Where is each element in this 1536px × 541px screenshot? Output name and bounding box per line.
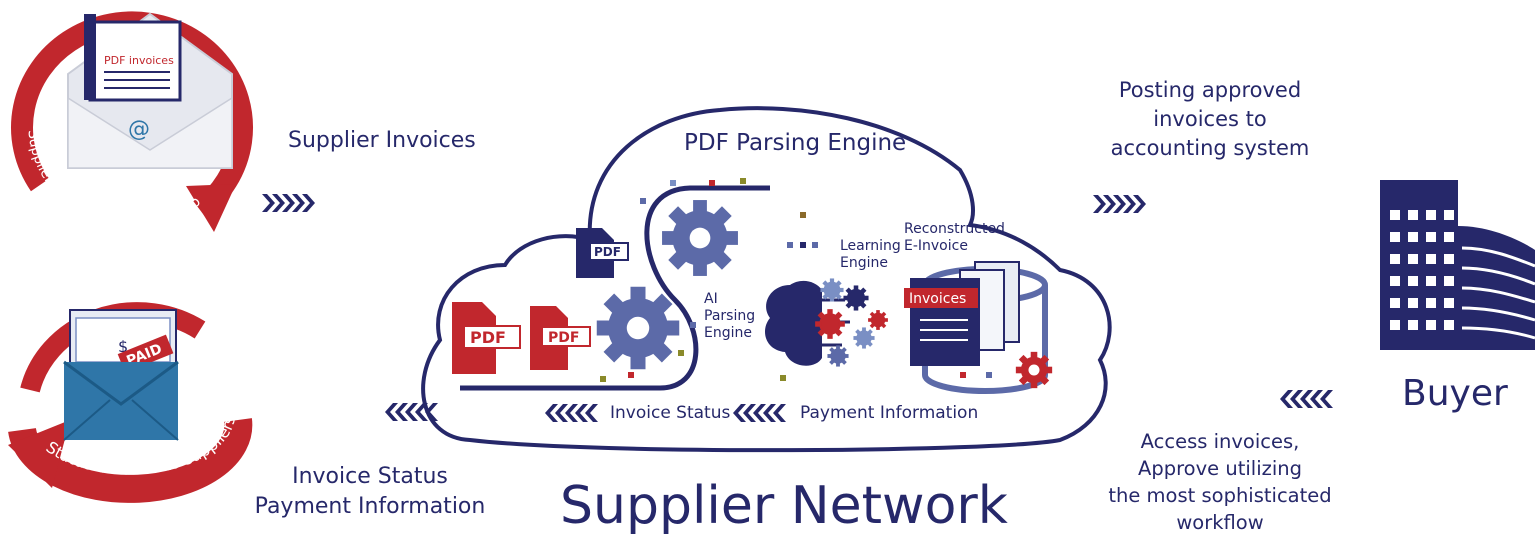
posting-line-2: invoices to — [1153, 107, 1267, 131]
reconstructed-line-2: E-Invoice — [904, 238, 968, 254]
learning-engine-label: Learning Engine — [840, 238, 901, 272]
ai-line-2: Parsing — [704, 308, 756, 324]
pdf-label-1: PDF — [470, 328, 506, 347]
ai-line-1: AI — [704, 291, 718, 307]
ai-line-3: Engine — [704, 325, 752, 341]
learning-line-2: Engine — [840, 255, 888, 271]
gear-icon-upper — [662, 200, 738, 276]
cloud-outline — [421, 106, 1112, 453]
status-payment-label: Invoice Status Payment Information — [240, 462, 500, 522]
invoices-badge: Invoices — [909, 291, 966, 307]
brain-gears-icon — [765, 278, 888, 367]
supplier-network-title: Supplier Network — [560, 476, 1008, 536]
buyer-label: Buyer — [1402, 373, 1508, 414]
access-line-1: Access invoices, — [1140, 430, 1300, 453]
chevron-right-arrow-right — [1093, 195, 1146, 213]
dollar-icon: $ — [118, 337, 128, 356]
access-line-4: workflow — [1176, 511, 1264, 534]
reconstructed-line-1: Reconstructed — [904, 221, 1005, 237]
access-line-3: the most sophisticated — [1108, 484, 1332, 507]
posting-line-1: Posting approved — [1118, 78, 1302, 102]
posting-line-3: accounting system — [1110, 136, 1310, 160]
invoice-status-inner-label: Invoice Status — [610, 403, 731, 423]
status-line-2: Payment Information — [254, 494, 486, 519]
pdf-file-icon-2: PDF — [530, 306, 591, 370]
reconstructed-invoice-label: Reconstructed E-Invoice — [904, 221, 1005, 255]
e-invoice-database-icon: Invoices — [904, 261, 1053, 394]
supplier-invoices-label: Supplier Invoices — [288, 128, 476, 153]
paid-envelope-icon: $ PAID — [8, 302, 253, 503]
at-sign-icon: @ — [128, 117, 150, 142]
pdf-file-icon-1: PDF — [452, 302, 521, 374]
pdf-file-icon-3: PDF — [576, 228, 629, 278]
chevron-left-arrow-inner-2 — [733, 404, 786, 422]
pdf-invoices-text: PDF invoices — [104, 54, 174, 67]
chevron-left-arrow-right — [1280, 390, 1333, 408]
data-particles — [600, 178, 992, 382]
access-line-2: Approve utilizing — [1138, 457, 1302, 480]
status-line-1: Invoice Status — [292, 464, 448, 489]
posting-label: Posting approved invoices to accounting … — [1090, 76, 1330, 163]
pdf-label-2: PDF — [548, 330, 579, 346]
payment-info-inner-label: Payment Information — [800, 403, 979, 423]
pdf-parsing-engine-label: PDF Parsing Engine — [684, 130, 907, 156]
access-label: Access invoices, Approve utilizing the m… — [1085, 428, 1355, 536]
gear-icon-large — [596, 286, 680, 370]
chevron-right-arrow-left — [262, 194, 315, 212]
pdf-label-3: PDF — [594, 245, 621, 259]
email-pdf-invoices-icon: PDF invoices @ — [11, 11, 253, 232]
conveyor-curve — [460, 185, 770, 391]
buyer-building-icon — [1380, 180, 1536, 350]
ai-parsing-engine-label: AI Parsing Engine — [704, 291, 755, 342]
chevron-left-arrow-inner-1 — [545, 404, 598, 422]
learning-line-1: Learning — [840, 238, 901, 254]
